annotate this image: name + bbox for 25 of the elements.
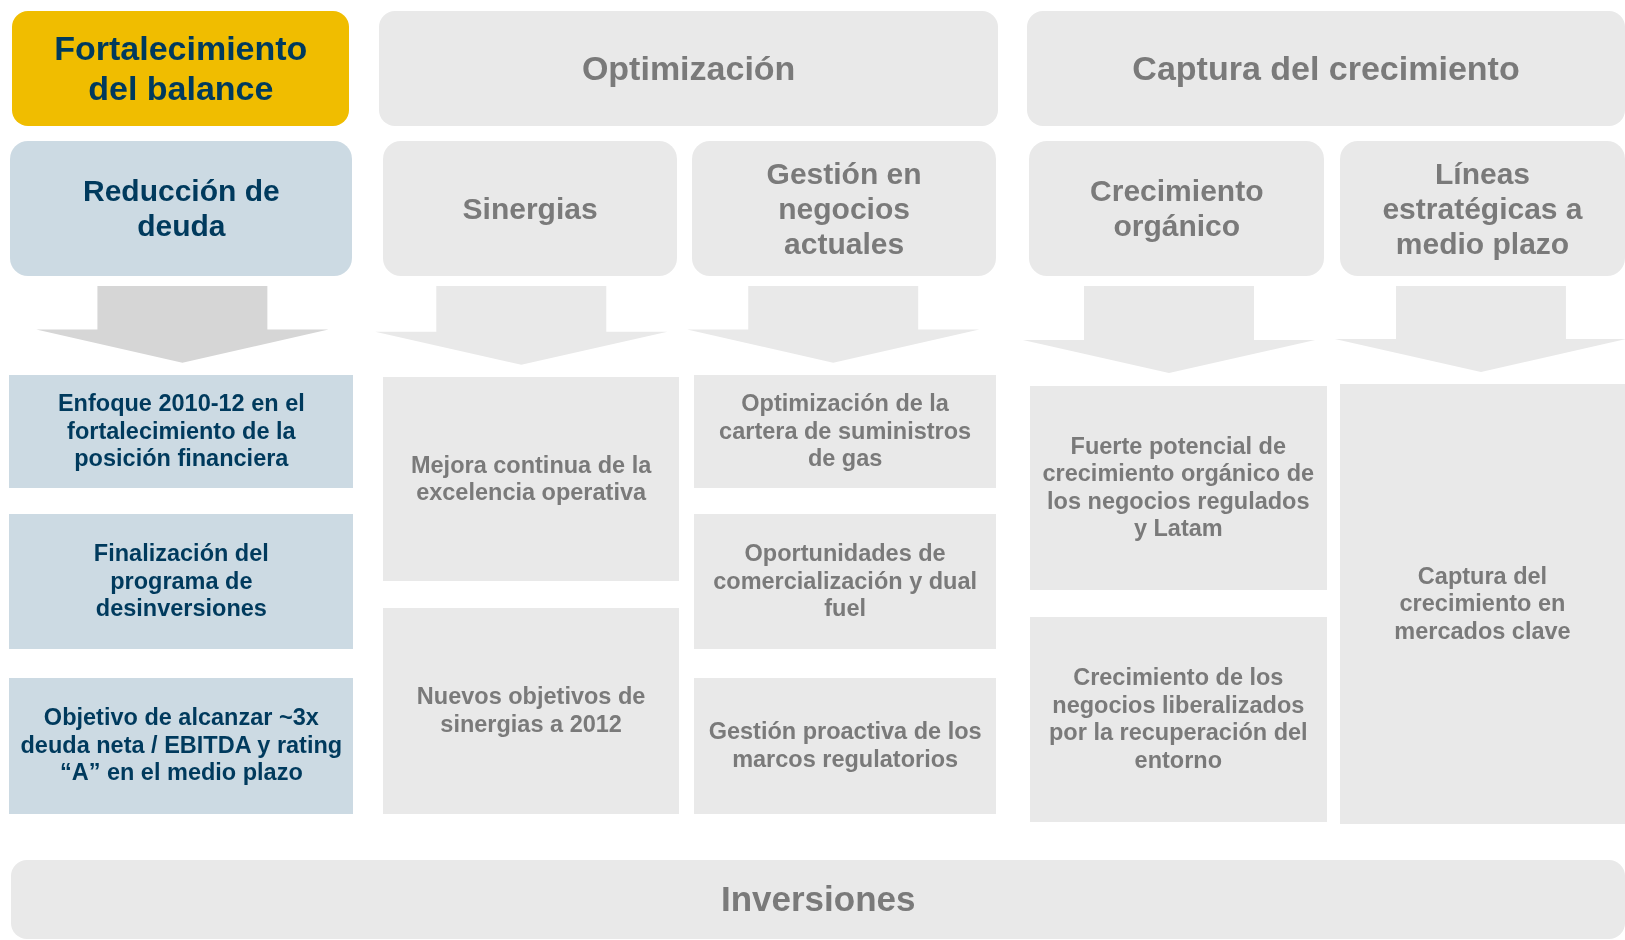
box-text: Crecimiento de los negocios liberalizados por la recuperación del entorno (1048, 664, 1309, 775)
box-text: Captura del crecimiento en mercados clave (1393, 562, 1572, 646)
box-text: Optimización de la cartera de suministros de gas (718, 390, 973, 473)
box-text: Enfoque 2010-12 en el fortalecimiento de la posición financiera (56, 390, 306, 473)
box-text: Optimización (581, 49, 796, 89)
header-box (12, 11, 350, 127)
box-text: Fuerte potencial de crecimiento orgánico de los negocios regulados y Latam (1041, 432, 1316, 543)
category-box (10, 140, 353, 276)
box-text: Captura del crecimiento (1132, 49, 1520, 89)
box-text: Fortalecimiento del balance (53, 29, 309, 109)
box-text: Gestión proactiva de los marcos regulatorios (707, 718, 983, 774)
box-text: Reducción de deuda (82, 173, 281, 244)
box-text: Crecimiento orgánico (1089, 173, 1265, 244)
box-text: Finalización del programa de desinversiones (92, 540, 270, 623)
box-text: Oportunidades de comercialización y dual fuel (712, 540, 979, 623)
box-text: Inversiones (720, 879, 916, 920)
item-box (9, 514, 354, 649)
box-text: Nuevos objetivos de sinergias a 2012 (415, 683, 647, 739)
box-text: Gestión en negocios actuales (765, 155, 923, 261)
item-box (9, 375, 354, 489)
item-box (9, 677, 354, 814)
box-text: Líneas estratégicas a medio plazo (1381, 155, 1584, 261)
box-text: Objetivo de alcanzar ~3x deuda neta / EBITDA y rating “A” en el medio plazo (19, 704, 344, 787)
box-text: Sinergias (462, 190, 598, 226)
box-text: Mejora continua de la excelencia operativa (409, 451, 653, 507)
